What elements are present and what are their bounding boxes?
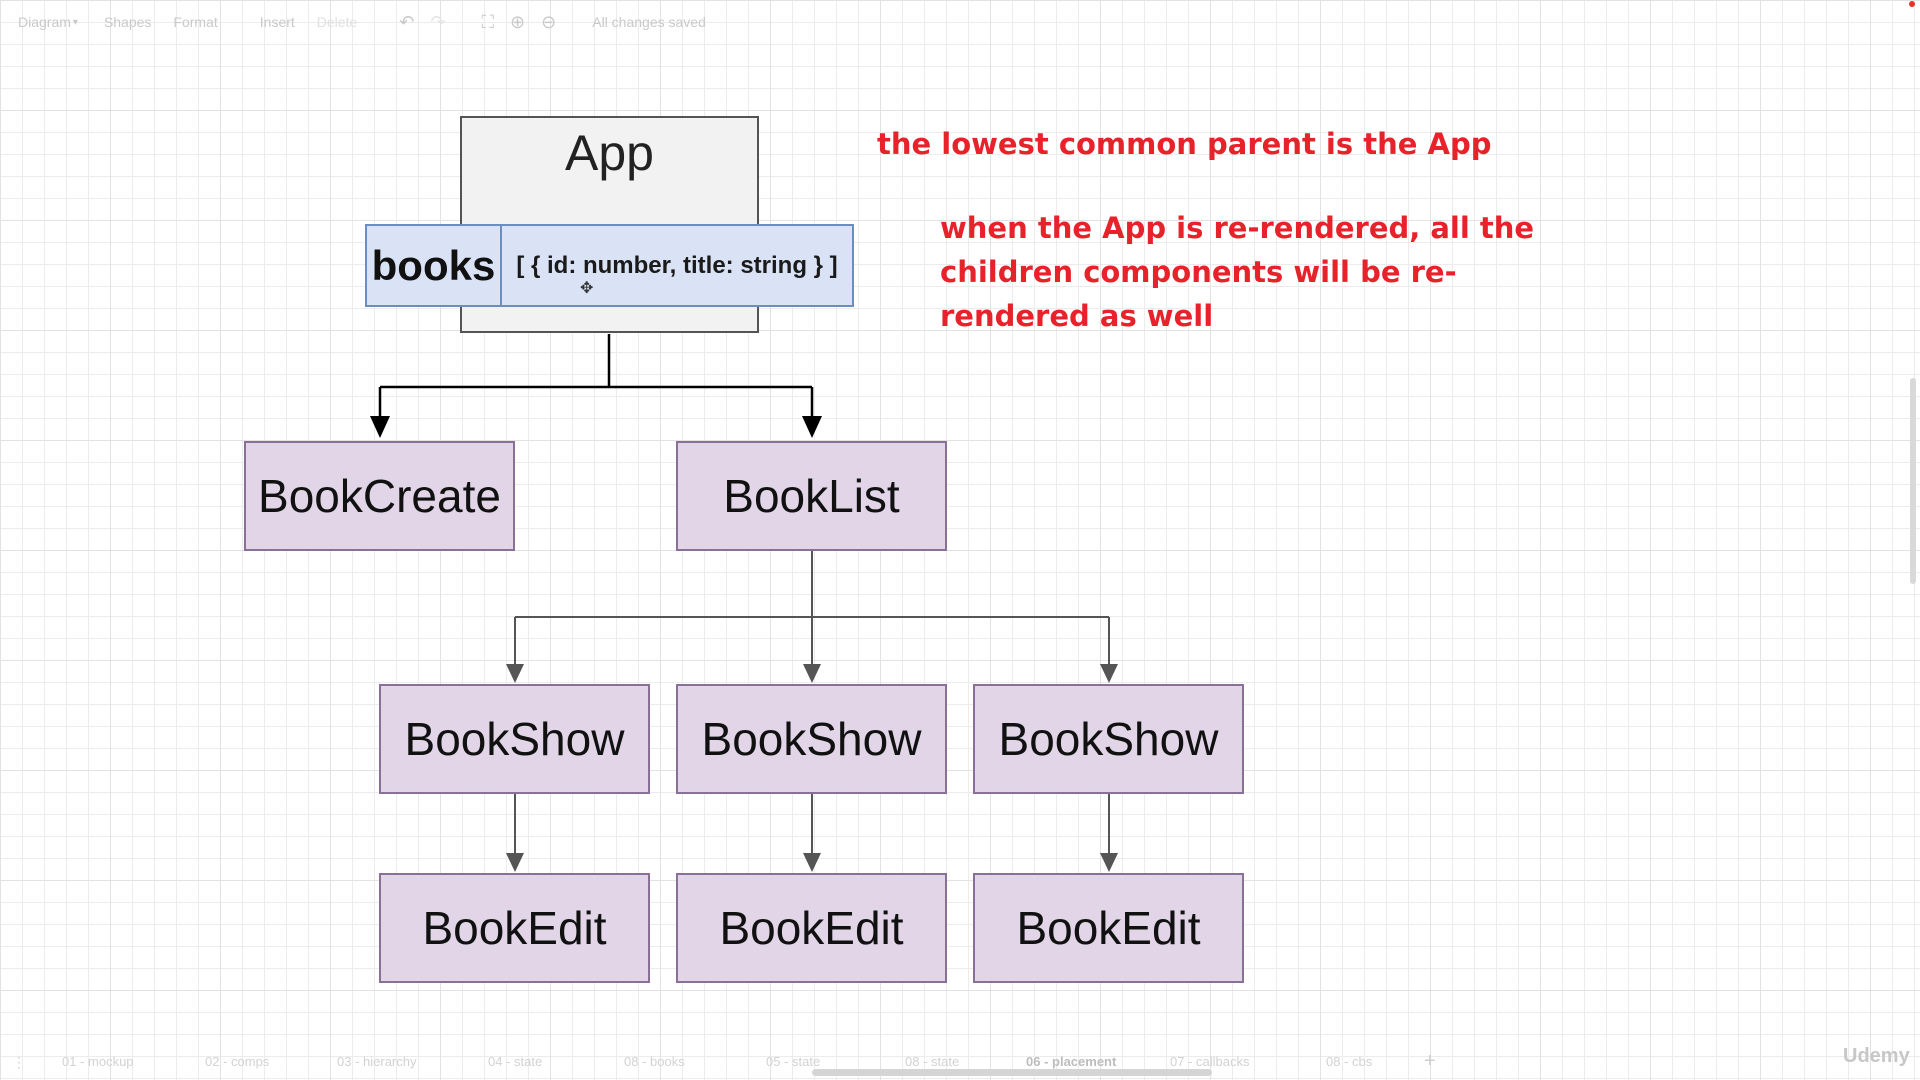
format-button[interactable]: Format xyxy=(173,14,218,30)
page-tab-5[interactable]: 08 - books xyxy=(624,1054,685,1069)
udemy-watermark: Udemy xyxy=(1843,1045,1910,1067)
bookedit-component-1[interactable]: BookEdit xyxy=(379,873,650,983)
page-tab-3[interactable]: 03 - hierarchy xyxy=(337,1054,417,1069)
booklist-component[interactable]: BookList xyxy=(676,441,947,551)
page-tabs: ⋮ 01 - mockup 02 - comps 03 - hierarchy … xyxy=(0,1050,1920,1076)
annotation-rerender[interactable]: when the App is re-rendered, all the chi… xyxy=(940,206,1534,338)
page-tab-7[interactable]: 08 - state xyxy=(905,1054,960,1069)
page-tab-4[interactable]: 04 - state xyxy=(488,1054,543,1069)
fullscreen-icon[interactable]: ⛶ xyxy=(481,11,495,32)
arrow-head-booklist xyxy=(802,416,822,438)
bookcreate-component[interactable]: BookCreate xyxy=(244,441,515,551)
insert-menu[interactable]: Insert xyxy=(259,14,295,30)
undo-icon[interactable]: ↶ xyxy=(399,11,415,32)
chevron-down-icon: ▾ xyxy=(72,16,78,28)
arrow-head-bookshow-1 xyxy=(506,664,524,683)
books-type-text: [ { id: number, title: string } ] xyxy=(516,251,838,279)
annotation-2-line-3: rendered as well xyxy=(940,299,1214,333)
bookedit-label-3: BookEdit xyxy=(1016,902,1201,954)
bookedit-component-2[interactable]: BookEdit xyxy=(676,873,947,983)
arrow-head-bookshow-2 xyxy=(803,664,821,683)
arrow-head-bookedit-3 xyxy=(1100,853,1118,872)
notification-dot xyxy=(1909,1,1915,7)
booklist-label: BookList xyxy=(723,470,900,522)
page-tab-9[interactable]: 07 - callbacks xyxy=(1170,1054,1250,1069)
diagram-menu[interactable]: Diagram xyxy=(18,14,71,30)
books-state-type[interactable]: [ { id: number, title: string } ] xyxy=(500,224,854,307)
shapes-button[interactable]: Shapes xyxy=(103,14,152,30)
arrow-head-bookedit-1 xyxy=(506,853,524,872)
books-state-label[interactable]: books xyxy=(365,224,502,307)
menu-dots-icon[interactable]: ⋮ xyxy=(12,1054,26,1070)
redo-icon[interactable]: ↷ xyxy=(430,11,446,32)
bookedit-label-1: BookEdit xyxy=(422,902,607,954)
annotation-lowest-common-parent[interactable]: the lowest common parent is the App xyxy=(877,122,1491,166)
bookedit-component-3[interactable]: BookEdit xyxy=(973,873,1244,983)
zoom-in-icon[interactable]: ⊕ xyxy=(510,11,526,32)
horizontal-scrollbar[interactable] xyxy=(812,1069,1212,1076)
bookshow-label-1: BookShow xyxy=(404,713,625,765)
page-tab-1[interactable]: 01 - mockup xyxy=(62,1054,134,1069)
page-tab-2[interactable]: 02 - comps xyxy=(205,1054,270,1069)
bookshow-component-1[interactable]: BookShow xyxy=(379,684,650,794)
arrow-head-bookedit-2 xyxy=(803,853,821,872)
arrow-head-bookcreate xyxy=(370,416,390,438)
app-label: App xyxy=(565,125,654,181)
page-tab-10[interactable]: 08 - cbs xyxy=(1326,1054,1373,1069)
bookshow-component-3[interactable]: BookShow xyxy=(973,684,1244,794)
bookshow-label-3: BookShow xyxy=(998,713,1219,765)
bookshow-label-2: BookShow xyxy=(701,713,922,765)
bookedit-label-2: BookEdit xyxy=(719,902,904,954)
bookcreate-label: BookCreate xyxy=(258,470,501,522)
annotation-2-line-2: children components will be re- xyxy=(940,255,1457,289)
annotation-1-text: the lowest common parent is the App xyxy=(877,127,1492,161)
books-label-text: books xyxy=(371,241,496,289)
bookshow-component-2[interactable]: BookShow xyxy=(676,684,947,794)
move-cursor-icon: ✥ xyxy=(580,280,594,297)
page-tab-6[interactable]: 05 - state xyxy=(766,1054,821,1069)
annotation-2-line-1: when the App is re-rendered, all the xyxy=(940,211,1535,245)
delete-button[interactable]: Delete xyxy=(316,14,358,30)
toolbar: Diagram ▾ Shapes Format Insert Delete ↶ … xyxy=(0,0,1920,44)
zoom-out-icon[interactable]: ⊖ xyxy=(541,11,557,32)
vertical-scrollbar[interactable] xyxy=(1910,378,1916,584)
save-status: All changes saved xyxy=(592,14,706,30)
arrow-head-bookshow-3 xyxy=(1100,664,1118,683)
add-page-icon[interactable]: + xyxy=(1424,1050,1436,1072)
page-tab-8-active[interactable]: 06 - placement xyxy=(1026,1054,1117,1069)
